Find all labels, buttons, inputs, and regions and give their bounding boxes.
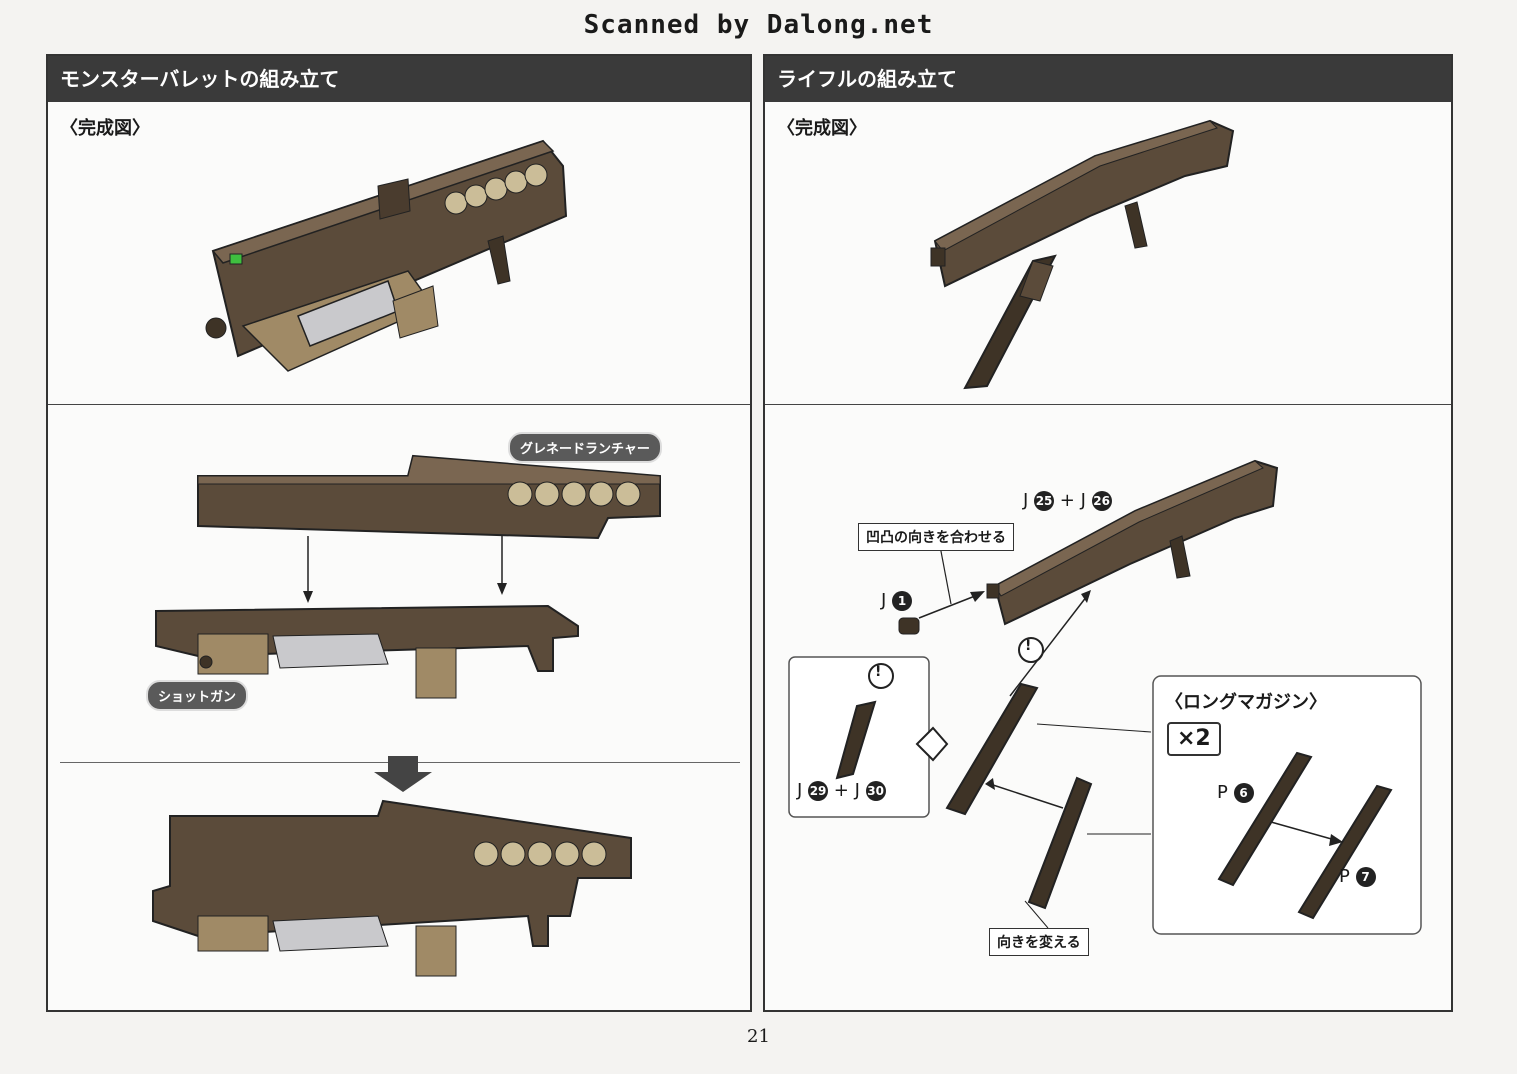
assembled-monster-bullet-illustration [152, 799, 632, 977]
monster-bullet-illustrations [152, 139, 661, 977]
big-down-arrow [374, 756, 432, 792]
monster-bullet-panel: モンスターバレットの組み立て 〈完成図〉 [46, 54, 752, 1012]
page-number: 21 [747, 1026, 770, 1047]
section-divider [48, 404, 750, 405]
j29-j30-part [835, 700, 877, 780]
j25-j26-label: J 25 + J 26 [1023, 490, 1112, 511]
completed-monster-bullet-illustration [205, 139, 568, 372]
p7-label: P 7 [1339, 866, 1376, 887]
p7-part [1297, 784, 1393, 920]
caution-icon: ! [875, 664, 882, 680]
section-divider [765, 404, 1451, 405]
scan-credit: Scanned by Dalong.net [583, 10, 934, 40]
completed-rifle-illustration [930, 119, 1235, 390]
grenade-launcher-illustration [197, 454, 661, 540]
long-magazine-title: 〈ロングマガジン〉 [1165, 692, 1327, 713]
p6-label: P 6 [1217, 782, 1254, 803]
j29-j30-label: J 29 + J 30 [797, 780, 886, 801]
align-notch-label: 凹凸の向きを合わせる [858, 523, 1014, 551]
completed-view-label: 〈完成図〉 [777, 118, 867, 139]
quantity-badge: ×2 [1167, 722, 1221, 756]
caution-icon: ! [1025, 638, 1032, 654]
mirror-icon [915, 726, 949, 762]
change-direction-label: 向きを変える [989, 928, 1089, 956]
panel-title: ライフルの組み立て [765, 56, 1451, 102]
completed-view-label: 〈完成図〉 [60, 118, 150, 139]
rifle-assembly-illustration [898, 459, 1279, 635]
j1-part [898, 617, 920, 635]
p6-part [1217, 751, 1313, 887]
reversed-magazine-part [1027, 776, 1093, 910]
shotgun-illustration [155, 604, 579, 699]
grenade-launcher-label: グレネードランチャー [508, 432, 662, 463]
panel-title: モンスターバレットの組み立て [48, 56, 750, 102]
j1-label: J 1 [881, 590, 913, 611]
shotgun-label: ショットガン [146, 680, 249, 711]
long-magazine-part [945, 682, 1039, 816]
rifle-panel: ライフルの組み立て 〈完成図〉 [763, 54, 1453, 1012]
